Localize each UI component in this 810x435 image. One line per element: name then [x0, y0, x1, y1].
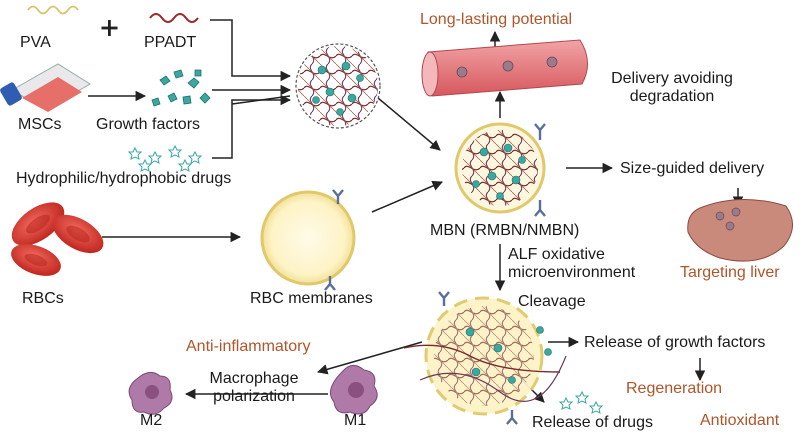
ppadt-label: PPADT	[144, 34, 197, 51]
macrophage-label: Macrophage polarization	[196, 370, 312, 406]
plus-icon	[101, 20, 118, 36]
wave-icon	[149, 13, 199, 23]
mscs-label: MSCs	[18, 116, 62, 133]
nanoparticle-icon	[403, 291, 567, 425]
drug-star-icon	[127, 144, 203, 172]
long-lasting-label: Long-lasting potential	[420, 11, 573, 28]
nanoparticle-icon	[295, 43, 381, 129]
growth-factor-icon	[151, 69, 211, 107]
macrophage-icon	[329, 365, 378, 415]
delivery-label: Delivery avoiding degradation	[598, 70, 746, 106]
alf-line-2: microenvironment	[508, 264, 636, 281]
m1-label: M1	[344, 412, 367, 429]
drugs-label: Hydrophilic/hydrophobic drugs	[16, 170, 232, 187]
release-gf-label: Release of growth factors	[584, 334, 766, 351]
growth-factors-label: Growth factors	[96, 116, 201, 133]
pva-label: PVA	[20, 34, 51, 51]
anti-inflammatory-label: Anti-inflammatory	[186, 338, 311, 355]
m2-label: M2	[140, 412, 163, 429]
blood-vessel-icon	[421, 39, 588, 97]
delivery-line-1: Delivery avoiding	[611, 70, 733, 87]
drug-star-icon	[558, 390, 604, 414]
rbc-icon	[11, 202, 104, 276]
wave-icon	[27, 5, 79, 15]
regeneration-label: Regeneration	[626, 380, 723, 397]
nanoparticle-icon	[454, 122, 546, 217]
mbn-label: MBN (RMBN/NMBN)	[430, 222, 580, 239]
targeting-liver-label: Targeting liver	[680, 264, 780, 281]
cleavage-label: Cleavage	[518, 293, 586, 310]
rbcs-label: RBCs	[22, 290, 64, 307]
rbc-membranes-label: RBC membranes	[250, 290, 373, 307]
alf-label: ALF oxidative microenvironment	[508, 246, 635, 282]
alf-line-1: ALF oxidative	[508, 246, 605, 263]
macrophage-line-2: polarization	[213, 388, 295, 405]
delivery-line-2: degradation	[629, 88, 715, 105]
macrophage-line-1: Macrophage	[209, 370, 299, 387]
liver-icon	[687, 199, 793, 262]
nanoparticle-icon	[260, 189, 356, 291]
macrophage-icon	[128, 372, 173, 415]
release-drugs-label: Release of drugs	[532, 414, 653, 431]
antioxidant-label: Antioxidant	[700, 412, 780, 429]
size-guided-label: Size-guided delivery	[620, 160, 765, 177]
flask-icon	[0, 63, 91, 112]
